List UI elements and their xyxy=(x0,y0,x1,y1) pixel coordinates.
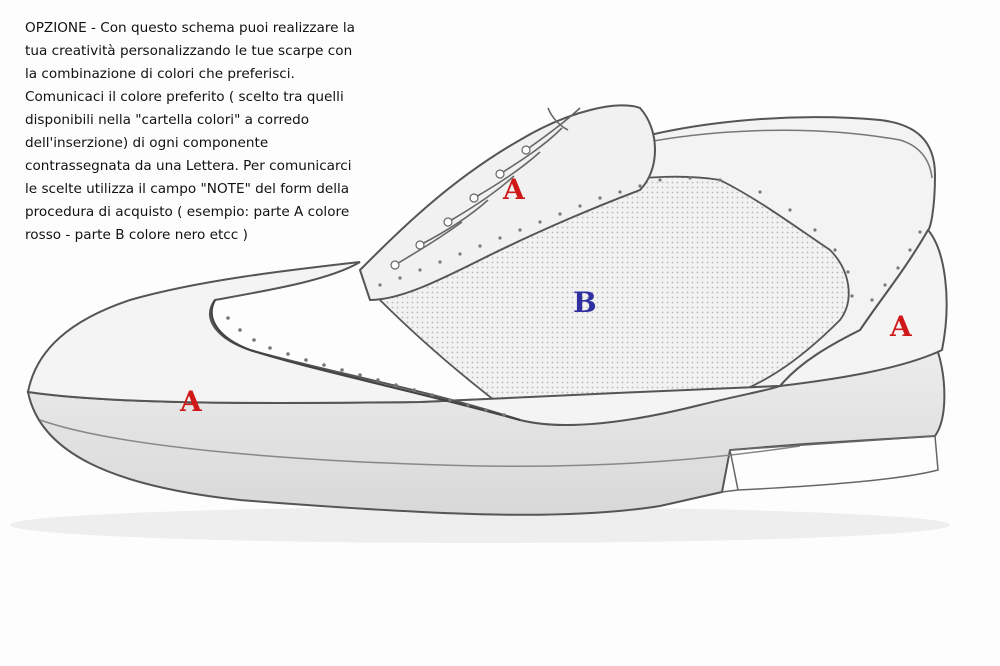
instruction-line: tua creatività personalizzando le tue sc… xyxy=(25,43,353,59)
part-a-toe-label: A xyxy=(180,385,202,418)
instruction-line: rosso - parte B colore nero etcc ) xyxy=(25,227,248,243)
eyestay xyxy=(358,104,656,302)
instruction-line: la combinazione di colori che preferisci… xyxy=(25,66,295,82)
part-a-heel-label: A xyxy=(890,310,912,343)
ground-shadow xyxy=(10,507,950,543)
instruction-line: le scelte utilizza il campo "NOTE" del f… xyxy=(25,181,350,197)
instruction-line: procedura di acquisto ( esempio: parte A… xyxy=(25,204,350,220)
sole-welt-line xyxy=(39,419,801,467)
instruction-line: Comunicaci il colore preferito ( scelto … xyxy=(25,89,344,105)
instruction-note: OPZIONE - Con questo schema puoi realizz… xyxy=(25,17,405,247)
instruction-line: contrassegnata da una Lettera. Per comun… xyxy=(25,158,352,174)
eyelets xyxy=(390,145,531,270)
brogue-perforations xyxy=(226,176,922,417)
instruction-line: disponibili nella "cartella colori" a co… xyxy=(25,112,310,128)
collar-line xyxy=(609,129,933,179)
instruction-line: OPZIONE - Con questo schema puoi realizz… xyxy=(25,20,355,36)
part-b-vamp-label: B xyxy=(573,286,597,319)
heel-block xyxy=(721,435,939,493)
part-a-eyestay-label: A xyxy=(503,173,525,206)
toe-cap xyxy=(26,261,781,426)
instruction-line: dell'inserzione) di ogni componente xyxy=(25,135,269,151)
laces xyxy=(394,107,581,266)
